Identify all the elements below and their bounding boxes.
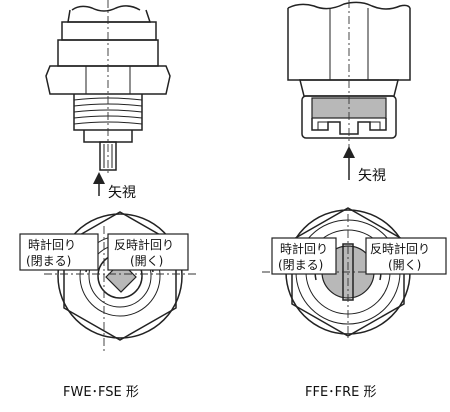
view-label: 矢視 xyxy=(108,185,136,201)
counterclockwise-label-box: 反時計回り (開く) xyxy=(365,237,447,275)
clockwise-text: 時計回り xyxy=(280,241,328,256)
close-text: (閉まる) xyxy=(26,254,71,268)
clockwise-text: 時計回り xyxy=(28,237,76,252)
counterclockwise-text: 反時計回り xyxy=(370,241,430,256)
ffe-side-view xyxy=(287,0,411,180)
fwe-side-view xyxy=(45,0,171,196)
clockwise-label-box: 時計回り (閉まる) xyxy=(271,237,337,275)
left-caption: FWE･FSE 形 xyxy=(63,385,139,400)
open-text: (開く) xyxy=(130,254,163,268)
fwe-bottom-view xyxy=(44,211,196,352)
clockwise-label-box: 時計回り (閉まる) xyxy=(19,233,99,271)
view-label: 矢視 xyxy=(358,168,386,184)
counterclockwise-label-box: 反時計回り (開く) xyxy=(107,233,189,271)
counterclockwise-text: 反時計回り xyxy=(114,237,174,252)
close-text: (閉まる) xyxy=(278,258,323,272)
open-text: (開く) xyxy=(388,258,421,272)
right-caption: FFE･FRE 形 xyxy=(305,385,377,400)
